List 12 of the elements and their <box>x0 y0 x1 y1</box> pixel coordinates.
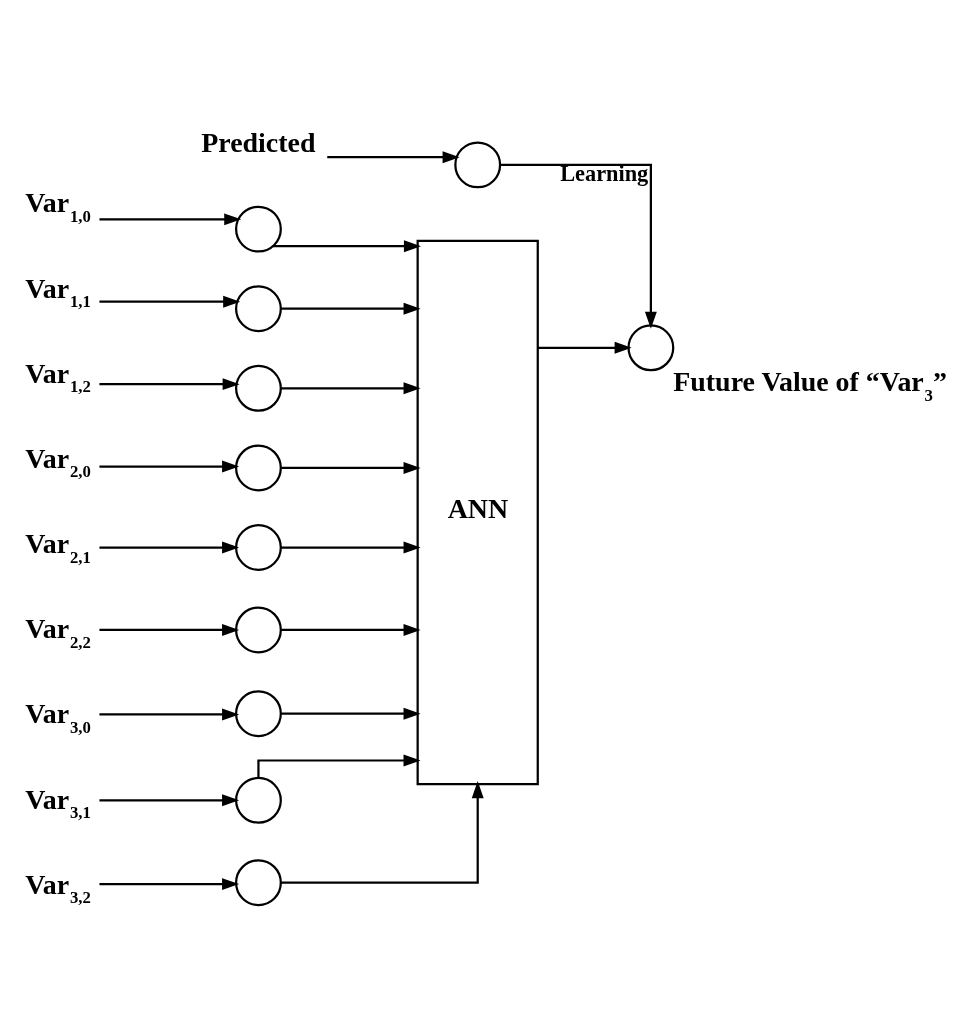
node-text: Var$_{1,1}$ <box>25 272 91 311</box>
node-text: Predicted <box>201 126 316 158</box>
node-text: Var$_{3,0}$ <box>25 697 91 737</box>
node-text: Var$_{3,2}$ <box>25 868 91 907</box>
node-label: Future Value of “Var$_{3}$” <box>673 365 947 405</box>
node-text: Var$_{1,2}$ <box>25 357 91 396</box>
edge-label: Learning <box>560 160 649 186</box>
node-text: Var$_{2,2}$ <box>25 612 91 652</box>
node-text: Var$_{3,1}$ <box>25 783 91 822</box>
node-text: Var$_{2,0}$ <box>25 442 91 481</box>
node-text: Var$_{2,1}$ <box>25 527 91 567</box>
node-text: Var$_{1,0}$ <box>25 186 91 226</box>
